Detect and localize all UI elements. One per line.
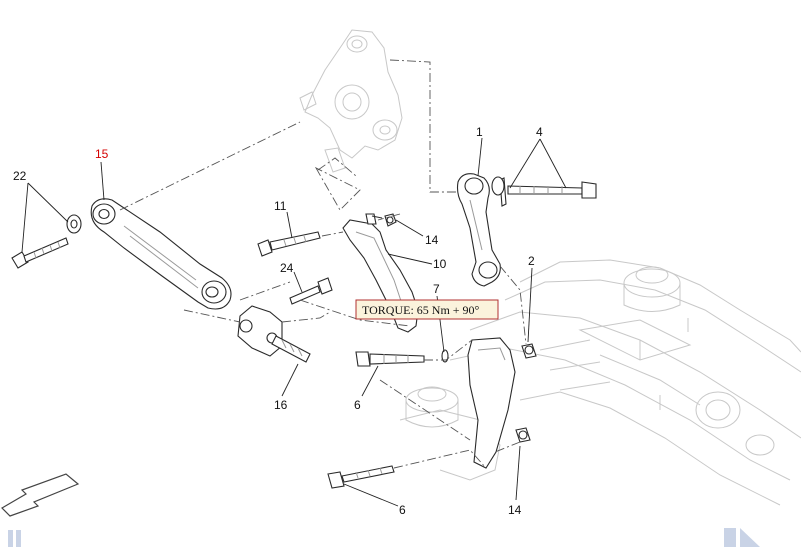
torque-callout: TORQUE: 65 Nm + 90°	[355, 299, 499, 320]
bolt-4	[491, 176, 597, 207]
label-7: 7	[433, 282, 440, 296]
label-10: 11	[274, 199, 287, 213]
bolt-6-lower	[327, 465, 395, 489]
bolt-22	[11, 214, 82, 269]
label-4: 4	[536, 125, 543, 139]
label-8: 10	[433, 257, 447, 271]
control-arm-1	[456, 173, 501, 287]
label-14-text: 14	[508, 503, 522, 517]
label-6-lower: 6	[399, 503, 406, 517]
label-16: 16	[274, 398, 288, 412]
washer-7	[441, 349, 449, 363]
subframe	[399, 259, 801, 506]
torque-text: TORQUE: 65 Nm + 90°	[362, 303, 480, 317]
nut-2	[521, 343, 537, 359]
assembly-center-lines	[119, 59, 527, 469]
bracket-7	[467, 337, 516, 469]
knuckle-upright	[299, 29, 403, 173]
label-2: 2	[528, 254, 535, 268]
bracket-16	[237, 305, 311, 363]
label-15: 15	[95, 147, 109, 161]
part-labels: 22 15 11 24 16 1 4 14 10 7 2 6 14 11 14 …	[13, 125, 543, 517]
upper-link-arm-15	[90, 198, 232, 310]
bolt-6-upper	[355, 351, 425, 367]
direction-arrow-icon	[1, 473, 80, 517]
label-1: 1	[476, 125, 483, 139]
bolt-10	[257, 231, 321, 257]
torque-box	[355, 299, 499, 320]
nav-arrow-icon[interactable]	[8, 528, 760, 547]
bolt-24	[289, 277, 333, 305]
label-11: 14	[425, 233, 439, 247]
label-24: 24	[280, 261, 294, 275]
nut-14	[515, 427, 531, 443]
label-6-upper: 6	[354, 398, 361, 412]
leader-lines	[21, 137, 567, 507]
label-22: 22	[13, 169, 27, 183]
